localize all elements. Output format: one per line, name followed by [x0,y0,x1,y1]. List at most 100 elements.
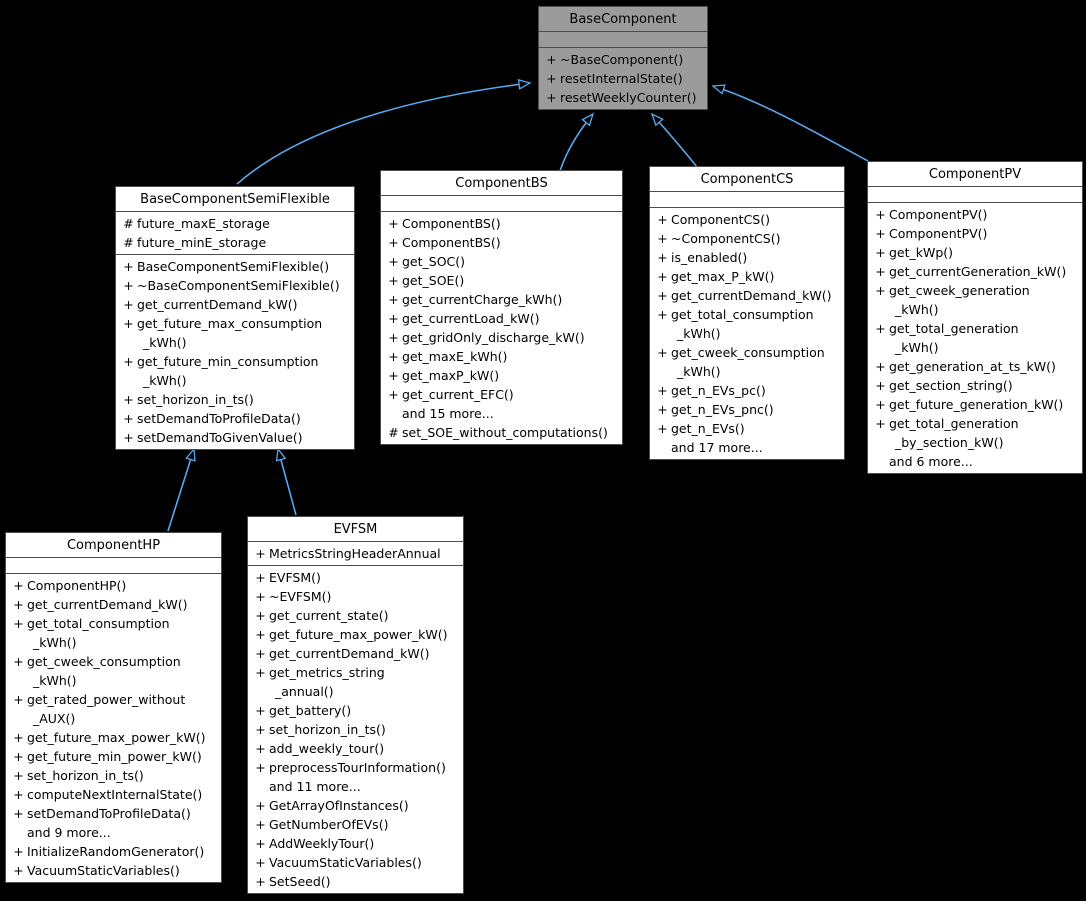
visibility-sign: + [123,430,134,445]
member-text: get_total_generation_kWh() [889,321,1019,355]
visibility-sign: + [255,646,266,661]
visibility-sign: + [255,760,266,775]
member-row: +get_future_generation_kW() [868,395,1082,414]
visibility-sign: + [657,269,668,284]
visibility-sign: + [255,627,266,642]
class-box-evfsm[interactable]: EVFSM+MetricsStringHeaderAnnual+EVFSM()+… [247,516,464,894]
member-text: get_currentDemand_kW() [269,646,430,661]
class-box-componentbs[interactable]: ComponentBS+ComponentBS()+ComponentBS()+… [380,170,623,445]
member-text: resetInternalState() [560,71,683,86]
class-box-basecomponentsemiflexible[interactable]: BaseComponentSemiFlexible#future_maxE_st… [115,186,355,450]
class-attributes-section [868,186,1082,202]
class-attributes-section: +MetricsStringHeaderAnnual [248,541,463,565]
member-row: +SetSeed() [248,872,463,891]
visibility-sign: + [123,259,134,274]
member-row: +get_max_P_kW() [650,267,844,286]
member-row: +BaseComponentSemiFlexible() [116,257,354,276]
member-text: get_maxE_kWh() [402,349,508,364]
visibility-sign: + [657,402,668,417]
class-methods-section: +~BaseComponent()+resetInternalState()+r… [539,47,707,109]
visibility-sign: + [255,741,266,756]
member-row: +get_battery() [248,701,463,720]
member-text: get_SOE() [402,273,465,288]
member-text: get_battery() [269,703,352,718]
member-text: ComponentCS() [671,212,770,227]
member-text: get_currentDemand_kW() [137,297,298,312]
class-box-componentcs[interactable]: ComponentCS+ComponentCS()+~ComponentCS()… [649,166,845,460]
class-methods-section: +BaseComponentSemiFlexible()+~BaseCompon… [116,254,354,449]
member-row: +get_total_consumption_kWh() [650,305,844,343]
visibility-sign: + [13,692,24,707]
member-row: #future_minE_storage [116,233,354,252]
member-text: is_enabled() [671,250,748,265]
visibility-sign: + [255,665,266,680]
member-text: and 17 more... [671,440,763,455]
member-text: add_weekly_tour() [269,741,385,756]
member-text: get_metrics_string_annual() [269,665,385,699]
visibility-sign: + [255,874,266,889]
member-row: +AddWeeklyTour() [248,834,463,853]
visibility-sign: + [13,768,24,783]
member-row: +MetricsStringHeaderAnnual [248,544,463,563]
visibility-sign: + [123,316,134,331]
class-box-basecomponent[interactable]: BaseComponent+~BaseComponent()+resetInte… [538,6,708,110]
member-text: ComponentBS() [402,216,501,231]
member-text: get_currentCharge_kWh() [402,292,563,307]
member-text: ~ComponentCS() [671,231,781,246]
member-row: +get_n_EVs() [650,419,844,438]
class-title: ComponentPV [928,167,1022,182]
member-row: +get_total_consumption_kWh() [6,614,221,652]
visibility-sign: + [255,546,266,561]
member-row: +get_SOC() [381,252,622,271]
member-text: get_future_generation_kW() [889,397,1064,412]
member-row: +get_current_state() [248,606,463,625]
visibility-sign: + [657,383,668,398]
member-row: +get_currentDemand_kW() [248,644,463,663]
member-text: get_n_EVs() [671,421,745,436]
member-text: computeNextInternalState() [27,787,203,802]
visibility-sign: + [875,378,886,393]
edge-basecomponentsemiflexible-to-basecomponent [236,78,532,185]
visibility-sign: + [123,278,134,293]
visibility-sign: + [123,297,134,312]
class-attributes-section [539,31,707,47]
class-methods-section: +ComponentCS()+~ComponentCS()+is_enabled… [650,207,844,459]
member-row: and 11 more... [248,777,463,796]
member-row: +get_maxE_kWh() [381,347,622,366]
member-text: resetWeeklyCounter() [560,90,697,105]
member-text: GetNumberOfEVs() [269,817,389,832]
member-text: ~EVFSM() [269,589,332,604]
member-row: +ComponentHP() [6,576,221,595]
member-text: set_horizon_in_ts() [137,392,254,407]
visibility-sign: + [123,354,134,369]
visibility-sign: + [13,863,24,878]
class-box-componentpv[interactable]: ComponentPV+ComponentPV()+ComponentPV()+… [867,161,1083,474]
member-text: get_currentDemand_kW() [27,597,188,612]
member-text: GetArrayOfInstances() [269,798,409,813]
class-methods-section: +ComponentPV()+ComponentPV()+get_kWp()+g… [868,202,1082,473]
visibility-sign: + [875,264,886,279]
edge-componentpv-to-basecomponent [711,84,869,162]
member-row: +get_currentDemand_kW() [116,295,354,314]
visibility-sign: + [875,226,886,241]
member-text: get_current_EFC() [402,387,514,402]
member-text: get_maxP_kW() [402,368,500,383]
class-title: ComponentBS [455,176,548,191]
member-row: +get_cweek_generation_kWh() [868,281,1082,319]
member-row: and 17 more... [650,438,844,457]
member-text: VacuumStaticVariables() [269,855,422,870]
member-row: +set_horizon_in_ts() [116,390,354,409]
member-row: +get_kWp() [868,243,1082,262]
visibility-sign: + [255,817,266,832]
visibility-sign: + [123,392,134,407]
member-row: +get_metrics_string_annual() [248,663,463,701]
member-text: get_cweek_consumption_kWh() [27,654,181,688]
visibility-sign: + [13,616,24,631]
member-row: #set_SOE_without_computations() [381,423,622,442]
member-row: +~BaseComponentSemiFlexible() [116,276,354,295]
member-row: +ComponentPV() [868,205,1082,224]
member-row: +get_section_string() [868,376,1082,395]
member-text: SetSeed() [269,874,331,889]
class-box-componenthp[interactable]: ComponentHP+ComponentHP()+get_currentDem… [5,532,222,883]
